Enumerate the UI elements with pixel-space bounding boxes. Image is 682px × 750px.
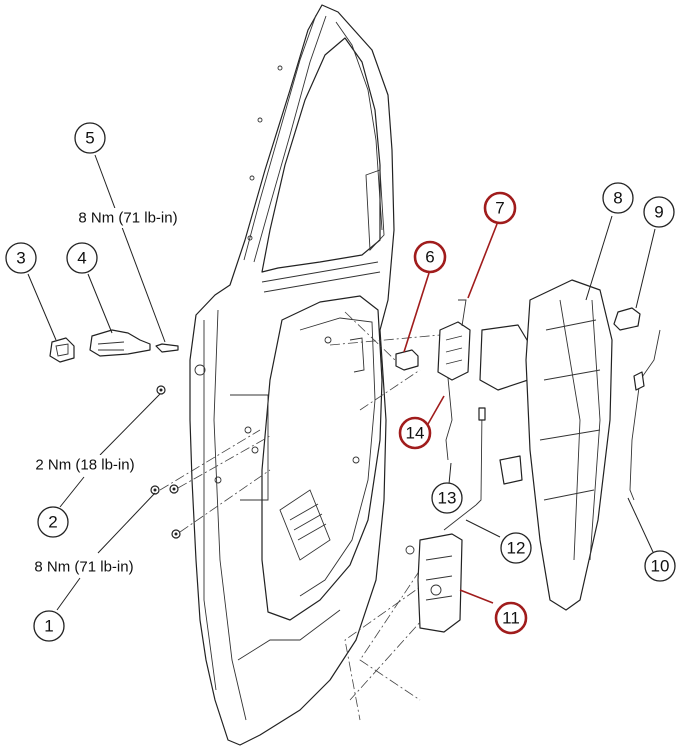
torque-spec-5-text: 8 Nm (71 lb-in) [78,210,177,227]
callout-3-label: 3 [16,249,25,268]
leader-lines [27,154,656,611]
callout-14[interactable]: 14 [398,416,432,450]
part-exterior-handle [89,329,151,357]
callout-13[interactable]: 13 [431,482,463,514]
callout-2[interactable]: 2 [37,506,69,538]
callout-12[interactable]: 12 [500,532,532,564]
part-door-latch [405,533,463,633]
part-rod-12 [443,504,477,531]
callout-7[interactable]: 7 [483,191,517,225]
part-lock-cylinder [395,349,419,371]
callout-11-label: 11 [502,609,520,628]
part-handle-bracket [437,299,471,381]
callout-12-label: 12 [507,539,526,558]
callout-4[interactable]: 4 [66,242,98,274]
callout-1[interactable]: 1 [33,610,65,642]
callout-2-label: 2 [48,513,57,532]
torque-spec-1-text: 8 Nm (71 lb-in) [34,559,133,576]
callout-4-label: 4 [77,249,86,268]
callout-9-label: 9 [654,203,663,222]
callout-13-label: 13 [438,489,457,508]
callout-10[interactable]: 10 [644,550,676,582]
callout-9[interactable]: 9 [643,196,675,228]
callout-10-label: 10 [651,557,670,576]
callout-6-label: 6 [425,248,434,267]
callout-6[interactable]: 6 [413,240,447,274]
part-bolt [155,343,179,353]
part-latch-bolts [150,484,181,539]
part-handle-cap [49,337,75,363]
part-window-regulator [479,279,613,611]
callout-3[interactable]: 3 [5,242,37,274]
part-nut [156,385,166,395]
part-clip [613,307,641,331]
part-rod-14 [445,377,453,461]
callout-1-label: 1 [44,617,53,636]
callout-5[interactable]: 5 [74,122,106,154]
callout-8-label: 8 [613,189,622,208]
torque-spec-1: 8 Nm (71 lb-in) [28,557,140,577]
callout-7-label: 7 [495,199,504,218]
torque-spec-2-text: 2 Nm (18 lb-in) [35,457,134,474]
part-rod-13 [475,407,486,506]
door-shell [189,4,395,746]
callout-14-label: 14 [406,424,425,443]
callout-5-label: 5 [85,129,94,148]
torque-spec-2: 2 Nm (18 lb-in) [30,455,140,475]
callout-8[interactable]: 8 [602,182,634,214]
torque-spec-5: 8 Nm (71 lb-in) [70,208,186,228]
callout-11[interactable]: 11 [494,601,528,635]
part-cable [629,329,661,501]
